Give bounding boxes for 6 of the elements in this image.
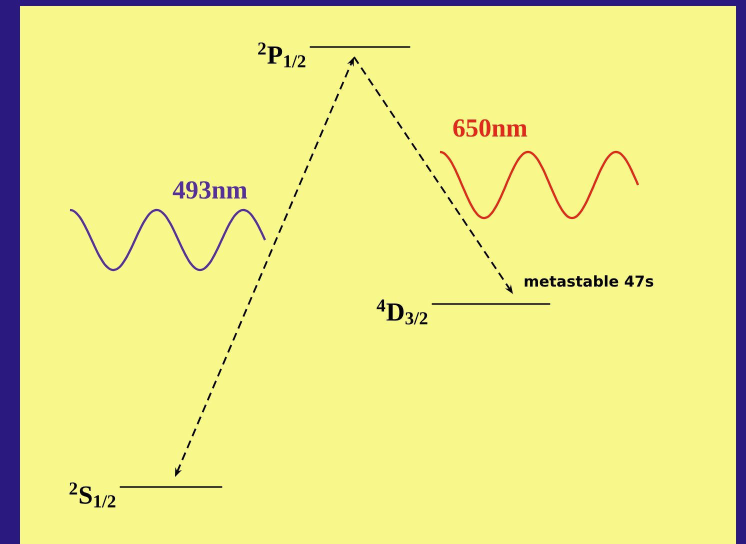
energy-level: $^{2}$S$_{1/2}$	[70, 482, 222, 508]
wavelength-label: 650nm	[451, 118, 529, 138]
energy-level: $^{2}$P$_{1/2}$	[258, 42, 410, 68]
energy-level: $^{4}$D$_{3/2}$	[376, 300, 550, 324]
wavelength-label: 493nm	[171, 180, 249, 200]
state-note: metastable 47s	[524, 275, 654, 287]
